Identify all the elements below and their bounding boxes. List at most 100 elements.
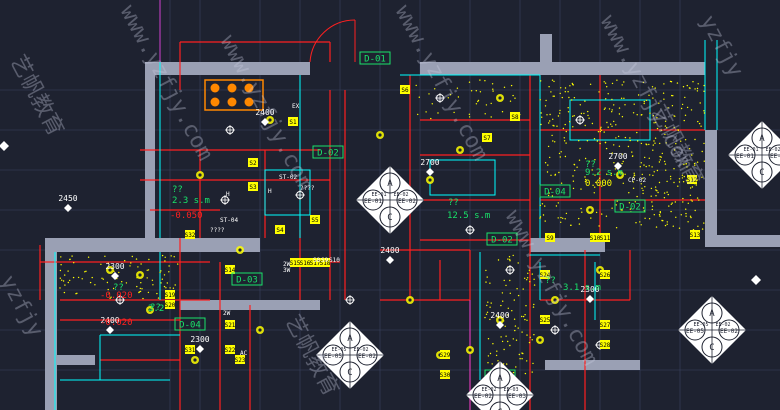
speckle-dot xyxy=(690,199,692,201)
speckle-dot xyxy=(659,215,661,217)
switch-tag-label: S12 xyxy=(687,177,698,184)
speckle-dot xyxy=(553,95,555,97)
speckle-dot xyxy=(449,94,452,96)
speckle-dot xyxy=(613,162,615,164)
speckle-dot xyxy=(560,216,562,219)
speckle-dot xyxy=(658,102,660,104)
speckle-dot xyxy=(479,79,481,81)
speckle-dot xyxy=(489,306,491,308)
speckle-dot xyxy=(546,171,549,173)
legend-inner-code: EE-02 xyxy=(715,322,730,328)
speckle-dot xyxy=(77,276,80,279)
ceiling-light-fixture xyxy=(106,266,114,274)
speckle-dot xyxy=(447,97,449,99)
speckle-dot xyxy=(140,282,142,284)
ceiling-light-fixture xyxy=(586,206,594,214)
speckle-dot xyxy=(501,292,504,294)
speckle-dot xyxy=(633,174,635,176)
watermark-1: www.yzfjy.com xyxy=(115,1,218,165)
legend-inner-code: EE-02 xyxy=(765,147,780,153)
speckle-dot xyxy=(661,219,663,222)
speckle-dot xyxy=(552,95,554,97)
speckle-dot xyxy=(655,195,657,197)
annotation-label: H xyxy=(226,191,230,198)
area-label: ?? xyxy=(545,276,556,286)
speckle-dot xyxy=(169,287,171,289)
speckle-dot xyxy=(671,105,674,107)
speckle-dot xyxy=(642,81,645,84)
speckle-dot xyxy=(640,183,642,185)
wall-right-vertical xyxy=(705,130,717,240)
speckle-dot xyxy=(76,292,78,294)
speckle-dot xyxy=(616,200,618,202)
speckle-dot xyxy=(477,100,479,103)
switch-tag: S12 xyxy=(687,175,698,184)
speckle-dot xyxy=(569,121,571,123)
speckle-dot xyxy=(502,300,504,302)
speckle-dot xyxy=(164,260,166,262)
speckle-dot xyxy=(682,86,685,88)
speckle-dot xyxy=(682,197,684,200)
speckle-dot xyxy=(658,181,661,184)
speckle-dot xyxy=(564,218,566,220)
speckle-dot xyxy=(632,187,635,189)
speckle-dot xyxy=(613,120,615,123)
speckle-dot xyxy=(659,159,661,161)
speckle-dot xyxy=(610,123,612,125)
burner xyxy=(244,97,254,107)
speckle-dot xyxy=(487,355,490,357)
speckle-dot xyxy=(489,282,491,284)
switch-tag: S18 xyxy=(320,258,331,267)
speckle-dot xyxy=(645,99,648,102)
ceiling-height-marker: 2450 xyxy=(58,194,78,212)
speckle-dot xyxy=(611,98,613,101)
switch-tag: S14 xyxy=(225,265,236,274)
speckle-dot xyxy=(669,175,672,178)
ceiling-light-fixture xyxy=(575,115,585,125)
speckle-dot xyxy=(486,276,488,278)
switch-tag: S5 xyxy=(310,215,320,224)
switch-tag-label: S14 xyxy=(225,267,236,274)
speckle-dot xyxy=(684,114,687,117)
speckle-dot xyxy=(125,282,128,284)
speckle-dot xyxy=(509,258,511,261)
speckle-dot xyxy=(603,81,605,83)
speckle-dot xyxy=(531,273,533,275)
speckle-dot xyxy=(492,343,494,345)
speckle-dot xyxy=(524,372,527,375)
speckle-dot xyxy=(687,221,689,223)
speckle-dot xyxy=(147,269,150,271)
speckle-dot xyxy=(518,353,520,356)
speckle-dot xyxy=(650,187,653,190)
speckle-dot xyxy=(109,297,111,299)
speckle-dot xyxy=(492,88,494,90)
speckle-dot xyxy=(680,214,682,216)
speckle-dot xyxy=(572,175,574,177)
speckle-dot xyxy=(688,87,691,89)
speckle-dot xyxy=(131,255,133,258)
speckle-dot xyxy=(540,80,542,82)
speckle-dot xyxy=(485,313,488,315)
switch-tag-label: S31 xyxy=(185,347,196,354)
ceiling-light-fixture xyxy=(550,325,560,335)
speckle-dot xyxy=(696,161,699,163)
speckle-dot xyxy=(608,108,611,110)
area-label: 12.5 s.m xyxy=(447,211,490,221)
room-tag: D-01 xyxy=(359,51,391,65)
speckle-dot xyxy=(565,130,567,133)
speckle-dot xyxy=(501,340,504,343)
speckle-dot xyxy=(519,358,521,360)
speckle-dot xyxy=(572,180,575,182)
speckle-dot xyxy=(658,161,661,163)
speckle-dot xyxy=(698,199,700,201)
speckle-dot xyxy=(624,104,626,106)
speckle-dot xyxy=(563,137,565,139)
speckle-dot xyxy=(593,192,595,194)
speckle-dot xyxy=(533,278,535,280)
speckle-dot xyxy=(550,91,552,93)
annotation-label: 2W xyxy=(223,310,231,317)
switch-tag: S29 xyxy=(440,350,451,359)
room-tag-label: D-02 xyxy=(619,203,641,213)
speckle-dot xyxy=(662,92,665,94)
